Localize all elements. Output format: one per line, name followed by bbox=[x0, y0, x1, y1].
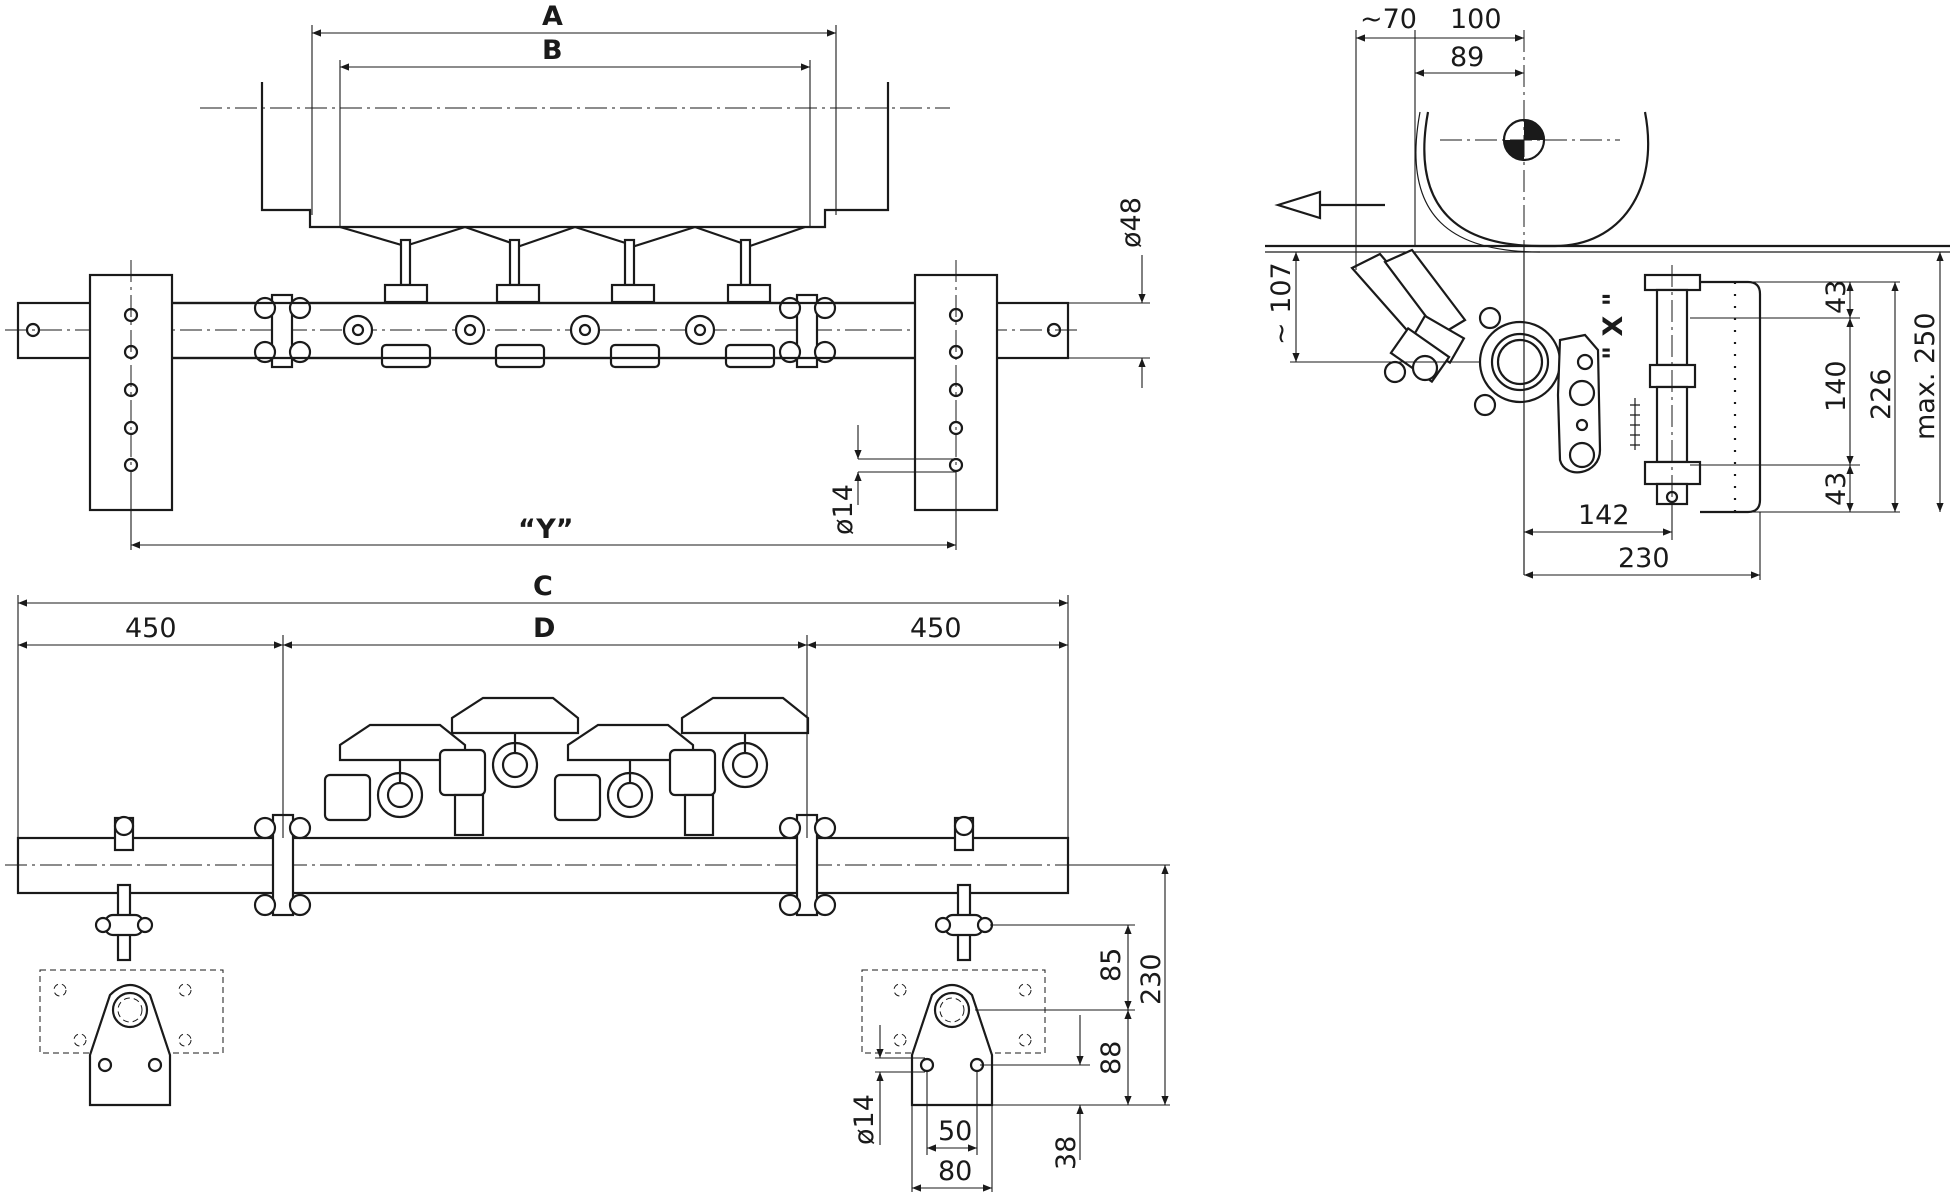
front-hanger-left bbox=[39, 815, 224, 1107]
dim-43-top-label: 43 bbox=[1821, 280, 1852, 314]
dim-142-label: 142 bbox=[1578, 500, 1630, 531]
pulley-center-mark bbox=[1440, 30, 1620, 575]
dim-approx70-label: ~70 bbox=[1360, 4, 1417, 35]
dim-450-right-label: 450 bbox=[910, 613, 962, 644]
view-X-label: " X " bbox=[1598, 292, 1629, 360]
tensioner-bracket bbox=[1556, 333, 1602, 474]
front-hanger-right bbox=[861, 815, 1046, 1107]
side-view: " X " ~70 100 89 ~ 107 43 140 43 226 max… bbox=[1265, 4, 1950, 580]
scraper-blades bbox=[338, 696, 810, 762]
dim-450-left-label: 450 bbox=[125, 613, 177, 644]
dim-dia14-bottom-label: ø14 bbox=[849, 1094, 880, 1145]
dim-A-label: A bbox=[542, 1, 563, 32]
dim-50-label: 50 bbox=[938, 1116, 972, 1147]
dim-226-label: 226 bbox=[1866, 368, 1897, 420]
front-view: C 450 D 450 85 230 88 38 ø14 bbox=[5, 571, 1170, 1192]
dim-85-label: 85 bbox=[1096, 948, 1127, 982]
dim-38-label: 38 bbox=[1051, 1136, 1082, 1170]
blade-clamps bbox=[380, 343, 776, 369]
dim-C-label: C bbox=[533, 571, 553, 602]
dim-88-label: 88 bbox=[1096, 1041, 1127, 1075]
dim-140-label: 140 bbox=[1821, 360, 1852, 412]
dim-230-side-label: 230 bbox=[1618, 543, 1670, 574]
spring-tensioner bbox=[1630, 265, 1762, 515]
dim-80-label: 80 bbox=[938, 1156, 972, 1187]
blade-holders bbox=[323, 733, 769, 837]
dim-D-label: D bbox=[533, 613, 555, 644]
dim-B-label: B bbox=[542, 35, 563, 66]
shaft-end-hole-right bbox=[1046, 322, 1062, 338]
dim-89-label: 89 bbox=[1450, 42, 1484, 73]
top-view: A B “Y” ø48 ø14 bbox=[5, 1, 1150, 550]
dim-dia48-label: ø48 bbox=[1116, 197, 1147, 248]
dim-dia14-top-label: ø14 bbox=[828, 484, 859, 535]
dim-43-bottom-label: 43 bbox=[1821, 472, 1852, 506]
shaft-ports bbox=[342, 314, 716, 346]
shaft-end-hole-left bbox=[25, 322, 41, 338]
belt-outline bbox=[260, 82, 890, 229]
dim-approx107-label: ~ 107 bbox=[1266, 262, 1297, 345]
dim-Y-label: “Y” bbox=[518, 514, 574, 545]
dim-max250-label: max. 250 bbox=[1910, 312, 1941, 440]
scraper-arm bbox=[1350, 248, 1502, 417]
front-flange-left bbox=[253, 813, 312, 917]
shaft-cross-section bbox=[1478, 320, 1562, 404]
blade-stems bbox=[383, 238, 772, 304]
dim-100-label: 100 bbox=[1450, 4, 1502, 35]
dim-230-front-label: 230 bbox=[1136, 953, 1167, 1005]
belt-direction-arrow-icon bbox=[1274, 190, 1385, 220]
